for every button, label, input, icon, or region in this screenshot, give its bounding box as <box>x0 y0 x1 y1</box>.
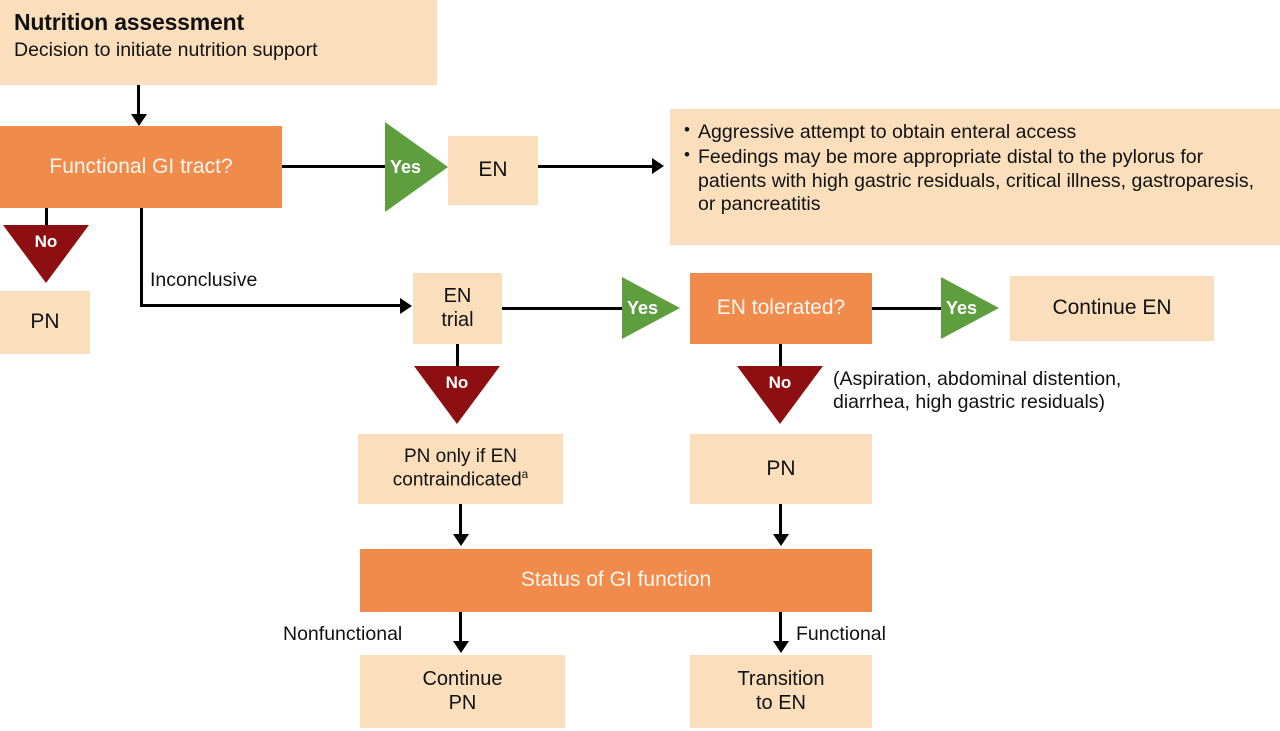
connector-entrial-to-no2 <box>456 344 459 368</box>
annotation-intolerance-line2: diarrhea, high gastric residuals) <box>833 391 1106 414</box>
connector-en-to-bullets <box>538 165 654 168</box>
enteral-access-bullet-list: Aggressive attempt to obtain enteral acc… <box>680 120 1264 217</box>
node-transition-to-en-line2: to EN <box>755 691 807 714</box>
decision-yes-1: Yes <box>385 122 448 212</box>
node-pn-left: PN <box>0 291 90 354</box>
node-enteral-access-notes: Aggressive attempt to obtain enteral acc… <box>670 109 1280 245</box>
node-continue-en: Continue EN <box>1010 276 1214 341</box>
node-nutrition-assessment: Nutrition assessment Decision to initiat… <box>0 0 437 85</box>
node-en-trial-line2: trial <box>441 308 474 331</box>
decision-yes-1-label: Yes <box>390 156 422 177</box>
node-continue-en-label: Continue EN <box>1052 296 1172 320</box>
node-continue-pn-line1: Continue <box>422 667 503 690</box>
connector-inconclusive-horizontal <box>140 304 402 307</box>
arrowhead-inconclusive <box>400 298 412 314</box>
node-functional-gi-tract: Functional GI tract? <box>0 126 282 208</box>
annotation-intolerance-line1: (Aspiration, abdominal distention, <box>833 368 1122 390</box>
decision-no-3-label: No <box>768 373 792 392</box>
connector-entrial-to-yes2 <box>502 307 623 310</box>
node-en-label: EN <box>478 158 508 182</box>
arrowhead-en-to-bullets <box>652 158 664 174</box>
connector-status-to-continue-pn <box>459 612 462 645</box>
node-pn-only-line2-text: contraindicated <box>392 469 522 491</box>
arrowhead-pnright-to-status <box>773 534 789 546</box>
node-continue-pn-line2: PN <box>448 691 477 714</box>
node-status-of-gi-function: Status of GI function <box>360 549 872 612</box>
node-functional-gi-tract-label: Functional GI tract? <box>49 154 233 178</box>
edge-label-functional: Functional <box>796 623 886 645</box>
arrowhead-pnonly-to-status <box>453 534 469 546</box>
node-pn-only-line1: PN only if EN <box>404 445 517 467</box>
node-pn-right: PN <box>690 434 872 504</box>
connector-pnright-to-status <box>779 504 782 537</box>
decision-no-1: No <box>3 225 89 283</box>
connector-tolerated-to-no3 <box>779 344 782 368</box>
decision-yes-3: Yes <box>941 277 999 339</box>
list-item: Feedings may be more appropriate distal … <box>684 145 1264 217</box>
arrowhead-status-to-transition-en <box>773 641 789 653</box>
decision-yes-2: Yes <box>622 277 680 339</box>
node-pn-only-footnote-marker: a <box>521 468 529 482</box>
decision-no-3: No <box>737 366 823 424</box>
node-pn-left-label: PN <box>30 310 60 334</box>
decision-no-1-label: No <box>34 232 58 251</box>
connector-gi-to-yes1 <box>282 165 386 168</box>
connector-gi-to-inconclusive-vertical <box>140 208 143 307</box>
node-status-of-gi-function-label: Status of GI function <box>520 568 712 592</box>
decision-yes-3-label: Yes <box>946 297 978 318</box>
node-transition-to-en: Transition to EN <box>690 655 872 728</box>
connector-gi-to-no1 <box>45 208 48 226</box>
edge-label-nonfunctional: Nonfunctional <box>283 623 403 645</box>
node-pn-only-if-en-contraindicated: PN only if EN contraindicateda <box>358 434 563 504</box>
node-en-trial-line1: EN <box>443 284 472 307</box>
node-en-tolerated-label: EN tolerated? <box>716 296 846 320</box>
decision-no-2: No <box>414 366 500 424</box>
connector-tolerated-to-yes3 <box>872 307 942 310</box>
edge-label-inconclusive: Inconclusive <box>150 269 258 291</box>
node-en: EN <box>448 136 538 205</box>
node-en-trial: EN trial <box>413 273 502 344</box>
node-en-tolerated: EN tolerated? <box>690 273 872 344</box>
connector-status-to-transition-en <box>779 612 782 645</box>
page-title: Nutrition assessment <box>14 9 244 35</box>
list-item: Aggressive attempt to obtain enteral acc… <box>684 120 1264 145</box>
node-pn-only-line2: contraindicateda <box>393 468 528 492</box>
node-pn-right-label: PN <box>766 456 796 480</box>
arrowhead-status-to-continue-pn <box>453 641 469 653</box>
decision-yes-2-label: Yes <box>627 297 659 318</box>
connector-pnonly-to-status <box>459 504 462 537</box>
node-transition-to-en-line1: Transition <box>737 667 825 690</box>
annotation-intolerance-signs: (Aspiration, abdominal distention, diarr… <box>833 368 1121 415</box>
arrowhead-header-to-gi <box>131 114 147 126</box>
connector-header-to-gi <box>137 85 140 118</box>
decision-no-2-label: No <box>445 373 469 392</box>
node-continue-pn: Continue PN <box>360 655 565 728</box>
page-subtitle: Decision to initiate nutrition support <box>14 39 318 62</box>
